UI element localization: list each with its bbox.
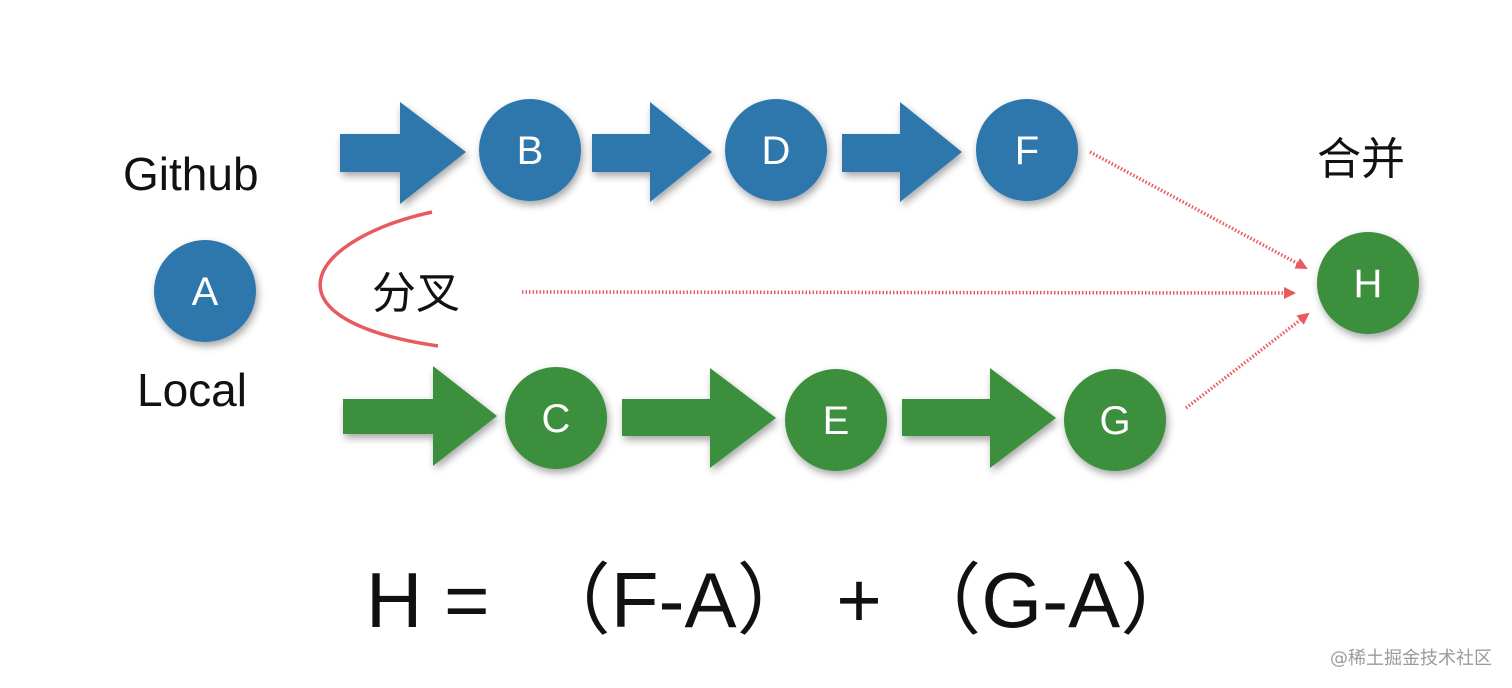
- node-c-label: C: [542, 397, 571, 441]
- node-d-label: D: [762, 129, 791, 173]
- connector-g-to-h: [1184, 312, 1310, 410]
- node-a: [154, 240, 256, 342]
- node-g-label: G: [1099, 399, 1130, 443]
- merge-formula: H = （F-A） + （G-A）: [366, 556, 1198, 644]
- local-arrow-3: [902, 368, 1056, 468]
- node-e: [785, 369, 887, 471]
- fork-curve: [318, 210, 439, 348]
- node-g: [1064, 369, 1166, 471]
- connector-a-to-h: [521, 286, 1296, 299]
- node-b: [479, 99, 581, 201]
- github-arrow-2: [592, 102, 712, 202]
- node-c: [505, 367, 607, 469]
- node-f: [976, 99, 1078, 201]
- node-b-label: B: [517, 129, 544, 173]
- node-h-label: H: [1354, 262, 1383, 306]
- node-a-label: A: [192, 270, 219, 314]
- local-label: Local: [137, 364, 247, 416]
- node-d: [725, 99, 827, 201]
- connector-f-to-h: [1089, 150, 1308, 270]
- node-f-label: F: [1015, 129, 1039, 173]
- local-arrow-2: [622, 368, 776, 468]
- merge-label: 合并: [1317, 135, 1405, 184]
- node-h: [1317, 232, 1419, 334]
- github-label: Github: [123, 148, 259, 200]
- fork-label: 分叉: [372, 269, 460, 318]
- watermark: @稀土掘金技术社区: [1330, 648, 1492, 669]
- github-arrow-3: [842, 102, 962, 202]
- local-arrow-1: [343, 366, 497, 466]
- github-arrow-1: [340, 102, 466, 204]
- node-e-label: E: [823, 399, 850, 443]
